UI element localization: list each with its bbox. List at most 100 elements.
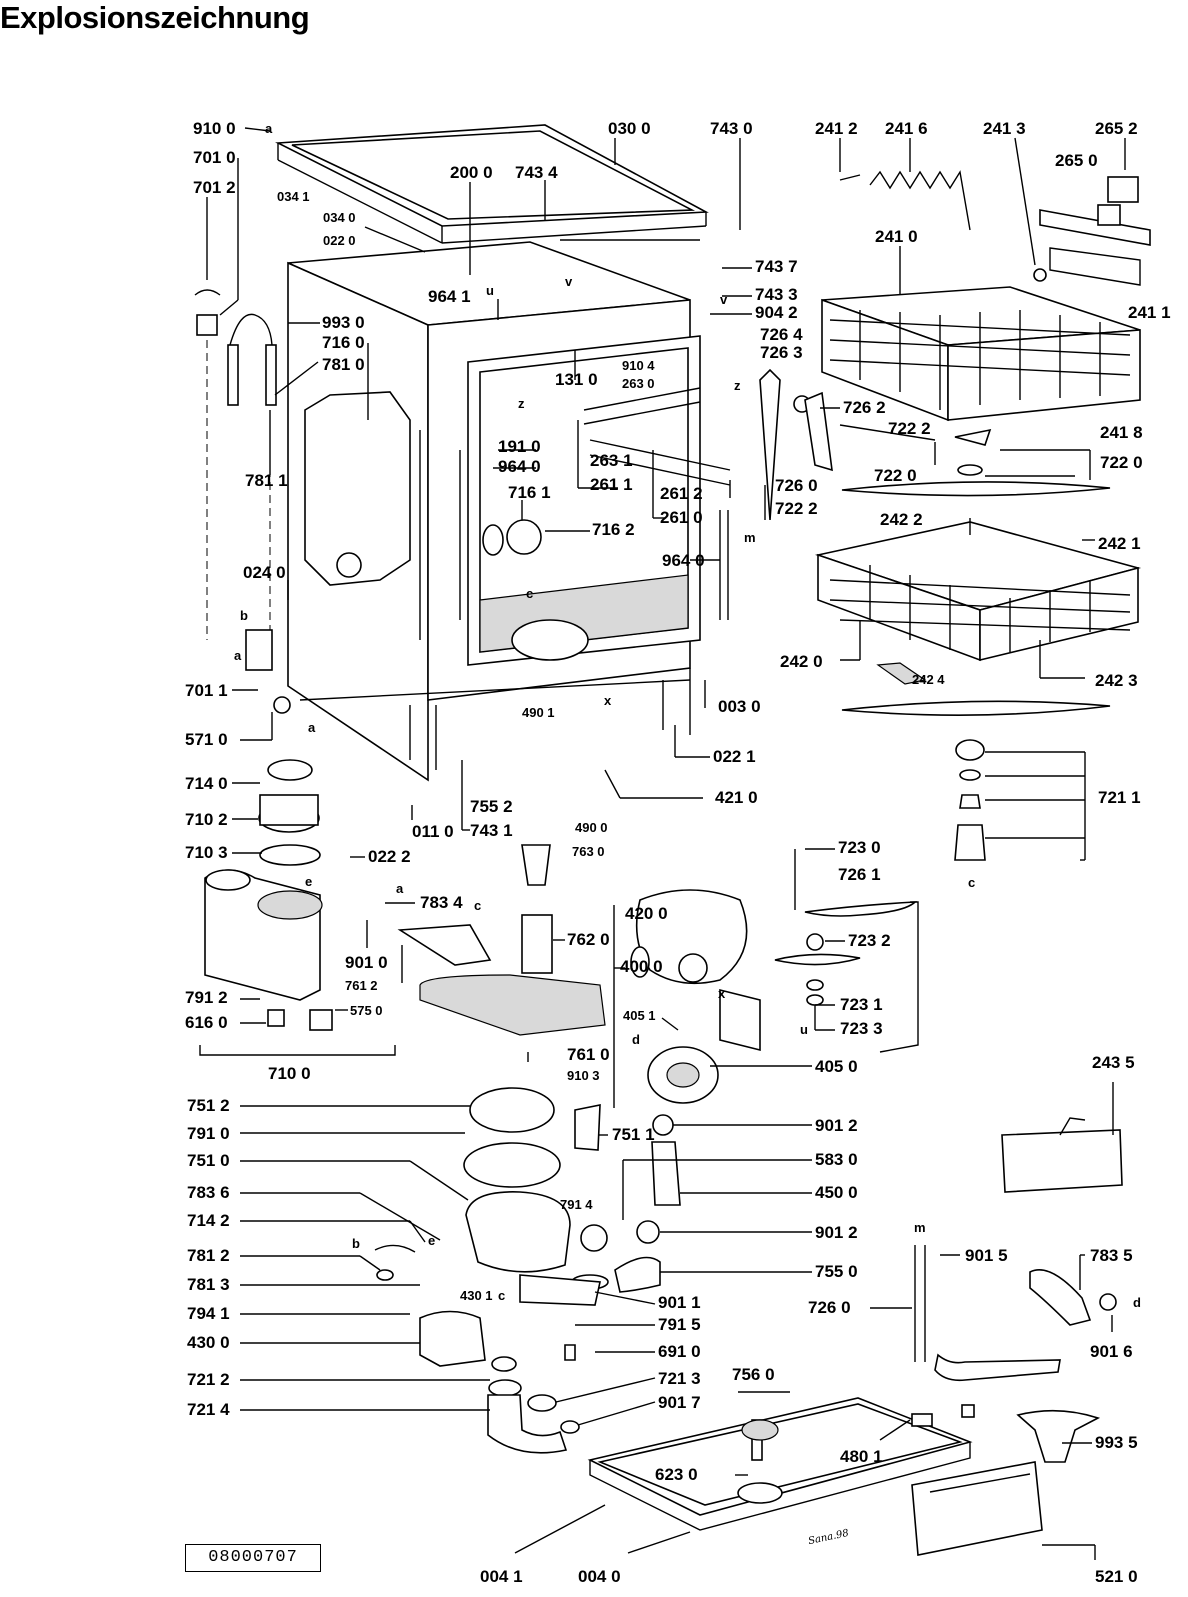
part-label-743-0: 743 0 (710, 119, 753, 138)
part-label-716-0: 716 0 (322, 333, 365, 352)
part-label-714-2: 714 2 (187, 1211, 230, 1230)
part-label-575-0: 575 0 (350, 1003, 383, 1018)
connection-marker-c: c (498, 1288, 505, 1303)
connection-marker-z: z (518, 396, 525, 411)
part-label-242-1: 242 1 (1098, 534, 1141, 553)
connection-marker-b: b (240, 608, 248, 623)
part-label-034-1: 034 1 (277, 189, 310, 204)
lower-spray-arm (774, 901, 1123, 1193)
connection-marker-m: m (744, 530, 756, 545)
part-label-716-1: 716 1 (508, 483, 551, 502)
part-label-024-0: 024 0 (243, 563, 286, 582)
part-label-405-0: 405 0 (815, 1057, 858, 1076)
part-label-751-0: 751 0 (187, 1151, 230, 1170)
part-label-241-1: 241 1 (1128, 303, 1171, 322)
upper-spray-arm (759, 368, 1111, 521)
tub-frame (287, 239, 731, 782)
part-label-993-0: 993 0 (322, 313, 365, 332)
part-label-405-1: 405 1 (623, 1008, 656, 1023)
connection-marker-b: b (352, 1236, 360, 1251)
part-label-751-1: 751 1 (612, 1125, 655, 1144)
part-label-901-2: 901 2 (815, 1223, 858, 1242)
part-label-200-0: 200 0 (450, 163, 493, 182)
part-label-701-2: 701 2 (193, 178, 236, 197)
part-label-783-6: 783 6 (187, 1183, 230, 1202)
part-label-400-0: 400 0 (620, 957, 663, 976)
part-label-723-2: 723 2 (848, 931, 891, 950)
part-label-242-4: 242 4 (912, 672, 945, 687)
part-label-716-2: 716 2 (592, 520, 635, 539)
part-label-964-0: 964 0 (498, 457, 541, 476)
part-label-022-2: 022 2 (368, 847, 411, 866)
part-label-722-2: 722 2 (888, 419, 931, 438)
hoses-left (194, 289, 291, 714)
part-label-721-2: 721 2 (187, 1370, 230, 1389)
part-label-783-4: 783 4 (420, 893, 463, 912)
part-label-901-6: 901 6 (1090, 1342, 1133, 1361)
part-label-722-0: 722 0 (874, 466, 917, 485)
part-label-242-3: 242 3 (1095, 671, 1138, 690)
part-label-761-2: 761 2 (345, 978, 378, 993)
part-label-710-0: 710 0 (268, 1064, 311, 1083)
connection-marker-c: c (968, 875, 975, 890)
part-label-723-1: 723 1 (840, 995, 883, 1014)
part-label-480-1: 480 1 (840, 1447, 883, 1466)
part-label-726-3: 726 3 (760, 343, 803, 362)
part-label-904-2: 904 2 (755, 303, 798, 322)
part-label-490-0: 490 0 (575, 820, 608, 835)
part-label-421-0: 421 0 (715, 788, 758, 807)
part-label-623-0: 623 0 (655, 1465, 698, 1484)
part-label-910-3: 910 3 (567, 1068, 600, 1083)
part-label-761-0: 761 0 (567, 1045, 610, 1064)
part-label-756-0: 756 0 (732, 1365, 775, 1384)
part-label-791-4: 791 4 (560, 1197, 593, 1212)
connection-marker-u: u (800, 1022, 808, 1037)
part-label-755-0: 755 0 (815, 1262, 858, 1281)
part-label-241-2: 241 2 (815, 119, 858, 138)
part-label-751-2: 751 2 (187, 1096, 230, 1115)
part-label-241-6: 241 6 (885, 119, 928, 138)
connection-marker-v: v (565, 274, 573, 289)
part-label-762-0: 762 0 (567, 930, 610, 949)
part-label-993-5: 993 5 (1095, 1433, 1138, 1452)
part-label-241-3: 241 3 (983, 119, 1026, 138)
part-label-721-1: 721 1 (1098, 788, 1141, 807)
softener-unit (199, 759, 396, 1056)
connection-marker-a: a (396, 881, 404, 896)
part-label-265-0: 265 0 (1055, 151, 1098, 170)
part-label-755-2: 755 2 (470, 797, 513, 816)
part-label-721-4: 721 4 (187, 1400, 230, 1419)
part-label-964-1: 964 1 (428, 287, 471, 306)
page-title: Explosionszeichnung (0, 0, 310, 35)
part-label-901-5: 901 5 (965, 1246, 1008, 1265)
connection-marker-e: e (305, 874, 312, 889)
connection-marker-a: a (234, 648, 242, 663)
part-label-726-1: 726 1 (838, 865, 881, 884)
part-label-261-1: 261 1 (590, 475, 633, 494)
connection-marker-a: a (265, 121, 273, 136)
part-label-901-1: 901 1 (658, 1293, 701, 1312)
part-label-710-3: 710 3 (185, 843, 228, 862)
part-label-265-2: 265 2 (1095, 119, 1138, 138)
part-label-791-5: 791 5 (658, 1315, 701, 1334)
part-label-004-1: 004 1 (480, 1567, 523, 1586)
part-label-261-2: 261 2 (660, 484, 703, 503)
part-label-242-0: 242 0 (780, 652, 823, 671)
part-label-011-0: 011 0 (412, 822, 454, 841)
part-label-901-0: 901 0 (345, 953, 388, 972)
part-label-901-7: 901 7 (658, 1393, 701, 1412)
part-label-263-1: 263 1 (590, 451, 633, 470)
connection-marker-c: c (526, 586, 533, 601)
connection-marker-e: e (428, 1233, 435, 1248)
part-label-763-0: 763 0 (572, 844, 605, 859)
part-label-743-3: 743 3 (755, 285, 798, 304)
part-label-616-0: 616 0 (185, 1013, 228, 1032)
part-label-726-2: 726 2 (843, 398, 886, 417)
part-label-722-0: 722 0 (1100, 453, 1143, 472)
part-label-726-0: 726 0 (775, 476, 818, 495)
connection-marker-x: x (718, 986, 726, 1001)
part-label-910-0: 910 0 (193, 119, 236, 138)
